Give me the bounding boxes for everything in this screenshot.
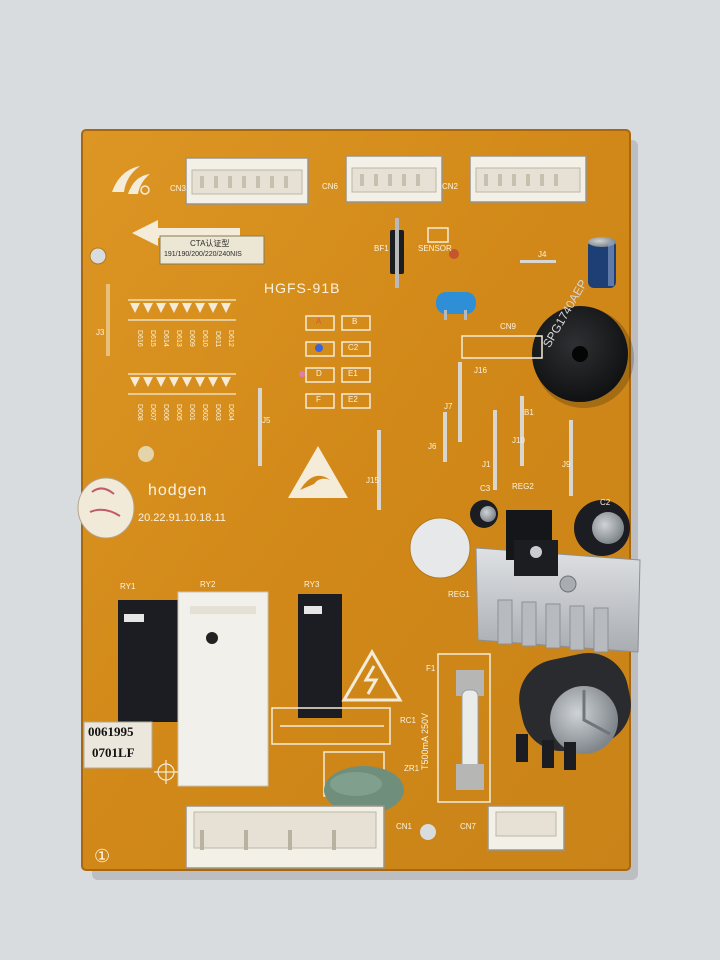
fuse-text: T500mA 250V <box>420 712 430 770</box>
ceramic-capacitor <box>436 292 476 320</box>
pad-grid <box>305 315 371 409</box>
label-j9: J9 <box>562 460 571 469</box>
mounting-hole <box>420 824 436 840</box>
label-j15: J15 <box>366 476 379 485</box>
pad-d: D <box>316 369 322 378</box>
buzzer <box>532 306 634 408</box>
connector-cn9-outline <box>461 335 543 359</box>
label-j4: J4 <box>538 250 547 259</box>
transistor-group <box>516 734 576 770</box>
date-code: 20.22.91.10.18.11 <box>138 512 226 524</box>
electrolytic-capacitor-small <box>588 237 616 288</box>
connector-cn7 <box>487 805 565 851</box>
varistor-zr1 <box>323 751 404 814</box>
connector-cn1 <box>185 805 385 869</box>
cta-models: 191/190/200/220/240NIS <box>164 251 242 258</box>
component-rc1 <box>271 707 391 745</box>
label-cn1: CN1 <box>396 822 413 831</box>
label-f1: F1 <box>426 664 436 673</box>
fuse <box>437 653 491 803</box>
pad-dot-pink <box>299 371 305 377</box>
connector-cn3 <box>185 157 309 205</box>
label-bf1: BF1 <box>374 244 389 253</box>
mounting-hole <box>138 446 154 462</box>
label-rc1: RC1 <box>400 716 417 725</box>
jumper-wires <box>258 260 573 510</box>
connector-cn6 <box>345 155 443 203</box>
round-sticker <box>77 477 135 539</box>
label-j1: J1 <box>482 460 491 469</box>
board-model: HGFS-91B <box>264 280 341 296</box>
pad-e1: E1 <box>348 369 358 378</box>
pad-f: F <box>316 395 321 404</box>
voltage-regulator <box>506 510 558 576</box>
label-reg2: REG2 <box>512 482 534 491</box>
label-cn2: CN2 <box>442 182 459 191</box>
pad-a: A <box>316 317 322 326</box>
esd-warning-icon <box>288 446 348 498</box>
connector-cn2 <box>469 155 587 203</box>
serial-sticker <box>83 721 153 769</box>
electrolytic-capacitor-large <box>519 653 631 754</box>
label-j6: J6 <box>428 442 437 451</box>
label-j16: J16 <box>474 366 487 375</box>
label-j7: J7 <box>444 402 453 411</box>
label-b1: B1 <box>524 408 534 417</box>
label-cn3: CN3 <box>170 184 187 193</box>
label-ry3: RY3 <box>304 580 320 589</box>
pad-e2: E2 <box>348 395 358 404</box>
relay-ry3 <box>298 594 342 718</box>
pad-dot-blue <box>315 344 323 352</box>
diode-array-top <box>128 299 236 321</box>
label-c3: C3 <box>480 484 491 493</box>
label-c2: C2 <box>600 498 611 507</box>
relay-ry2 <box>177 591 269 787</box>
cta-label-box <box>159 235 265 265</box>
label-j10: J10 <box>512 436 525 445</box>
diode-array-bottom <box>128 373 236 395</box>
jumper-j3-trace <box>106 284 110 356</box>
electrolytic-capacitor-c3 <box>470 500 498 528</box>
mounting-hole <box>409 517 471 579</box>
sensor-component <box>427 227 459 259</box>
label-ry1: RY1 <box>120 582 136 591</box>
label-zr1: ZR1 <box>404 764 420 773</box>
mounting-hole <box>89 247 107 265</box>
fiducial-mark-icon <box>154 760 178 784</box>
cta-label: CTA认证型 <box>190 239 230 248</box>
sticker-line-2: 0701LF <box>92 745 135 760</box>
brand-name: hodgen <box>148 482 208 499</box>
relay-ry1 <box>118 600 178 722</box>
corner-mark: ① <box>94 846 111 866</box>
sticker-line-1: 0061995 <box>88 724 134 739</box>
label-ry2: RY2 <box>200 580 216 589</box>
pad-c2: C2 <box>348 343 359 352</box>
brand-logo-icon <box>112 166 150 195</box>
high-voltage-warning-icon <box>341 649 403 702</box>
label-j3: J3 <box>96 328 105 337</box>
label-reg1: REG1 <box>448 590 470 599</box>
label-sensor: SENSOR <box>418 244 452 253</box>
electrolytic-capacitor-c2 <box>574 500 630 556</box>
label-cn7: CN7 <box>460 822 477 831</box>
component-bf1 <box>390 218 404 288</box>
label-cn9: CN9 <box>500 322 517 331</box>
label-cn6: CN6 <box>322 182 339 191</box>
direction-arrow-icon <box>132 220 240 246</box>
label-j5: J5 <box>262 416 271 425</box>
pad-b: B <box>352 317 358 326</box>
